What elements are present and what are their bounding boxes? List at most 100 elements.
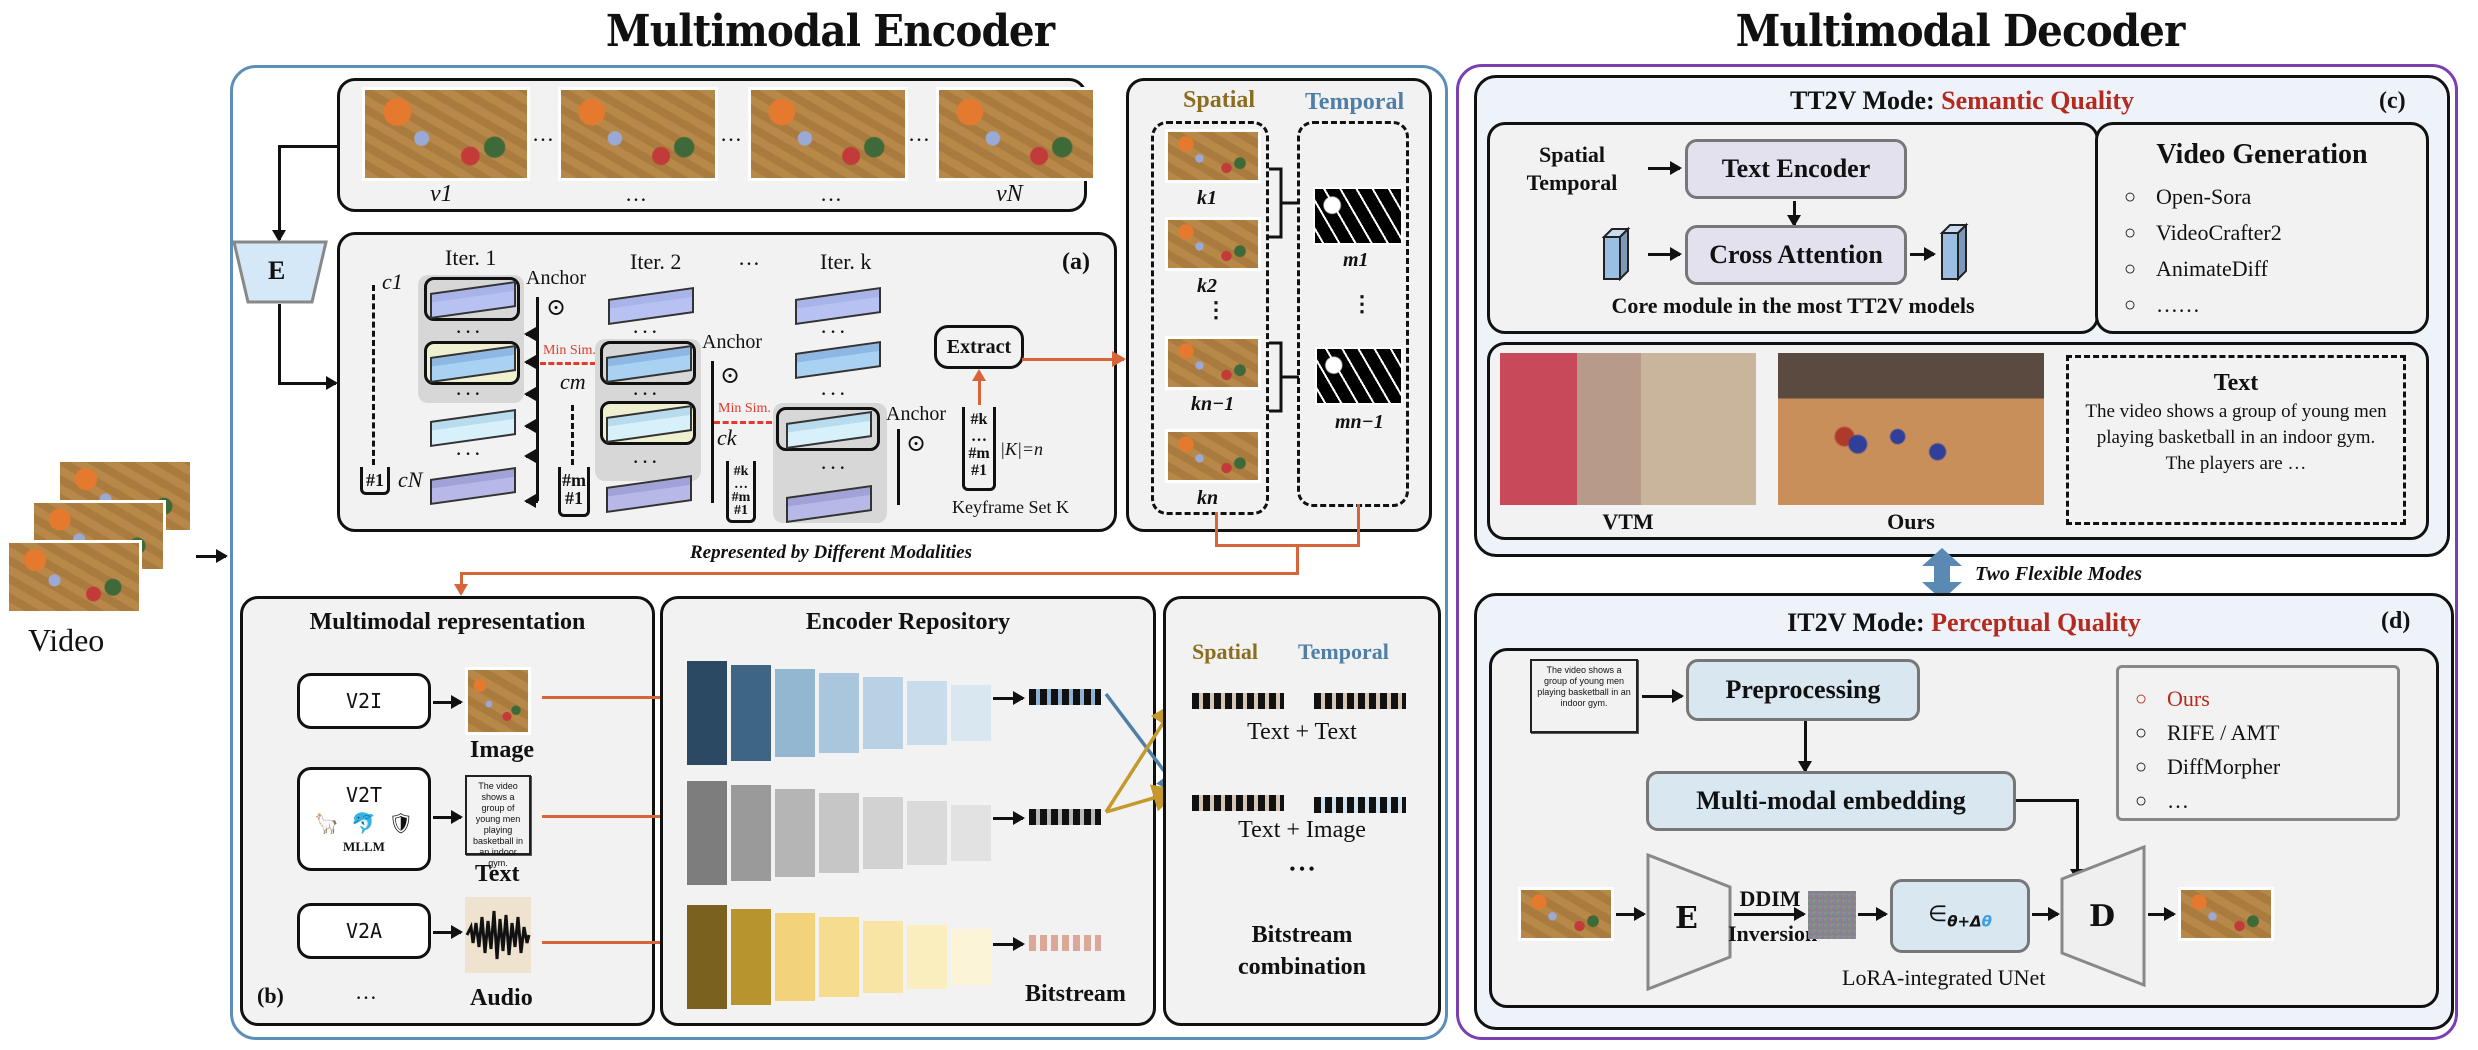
connector-arrow <box>278 376 338 390</box>
text-box: Text The video shows a group of young me… <box>2066 355 2406 525</box>
panel-c-tag: (c) <box>2379 88 2406 114</box>
preprocessing-label: Preprocessing <box>1725 675 1881 704</box>
stack-item: … <box>971 428 987 445</box>
combo-more: • • • <box>1289 861 1315 878</box>
bitstream-text <box>1029 809 1101 825</box>
preprocessing-block: Preprocessing <box>1686 659 1920 721</box>
frame-thumbnail <box>362 87 530 181</box>
panel-a-keyframe-clustering: (a) Iter. 1 Iter. 2 … Iter. k c1 #1 cN ·… <box>337 232 1117 532</box>
vtm-result-image <box>1500 353 1756 505</box>
compare-label: VTM <box>1602 509 1654 534</box>
embedding-block: Multi-modal embedding <box>1646 771 2016 831</box>
ellipsis: ··· <box>632 449 660 474</box>
keyframe-label: kn <box>1197 487 1219 509</box>
stack-item: #k <box>733 464 749 479</box>
encoder-E-label: E <box>268 256 286 285</box>
keyframe-thumbnail <box>1165 336 1261 390</box>
keyframe-label: kn−1 <box>1191 393 1235 415</box>
encoder-stage <box>731 665 771 761</box>
encoder-stage <box>687 661 727 765</box>
mode-name: IT2V Mode: <box>1787 608 1932 637</box>
set-size-label: |K|=n <box>1000 439 1044 459</box>
encoder-repository: Encoder Repository Bitstream <box>660 596 1156 1026</box>
embedding-label: Multi-modal embedding <box>1696 786 1966 815</box>
encoder-stage <box>907 925 947 989</box>
stack-item: #1 <box>734 503 748 518</box>
combo-bitstream <box>1314 797 1406 813</box>
comparison-box: VTM Ours Text The video shows a group of… <box>1487 342 2429 540</box>
frame-label-vN: vN <box>996 181 1023 207</box>
frame-label: … <box>625 181 647 206</box>
encoder-title: Multimodal Encoder <box>605 6 1055 57</box>
method-item: … <box>2127 784 2397 818</box>
input-temporal: Temporal <box>1526 170 1618 195</box>
frame-separator: … <box>720 121 742 146</box>
encoder-stage <box>819 917 859 997</box>
panel-c-title: TT2V Mode: Semantic Quality <box>1477 86 2447 116</box>
stack-item: … <box>734 477 748 492</box>
video-generation-box: Video Generation Open-Sora VideoCrafter2… <box>2095 122 2429 334</box>
methods-list: Ours RIFE / AMT DiffMorpher … <box>2127 682 2397 818</box>
anchor-label: Anchor <box>886 403 946 425</box>
method-v2t: V2T 🦙 🐬 🛡 MLLM <box>297 767 431 871</box>
caption-card: The video shows a group of young men pla… <box>465 775 531 868</box>
bitstream-combination: Spatial Temporal Text + Text Text + Imag… <box>1163 596 1441 1026</box>
connector <box>278 304 281 384</box>
cross-attention-label: Cross Attention <box>1709 240 1883 269</box>
bitstream-label: Bitstream <box>1025 981 1126 1007</box>
bitstream-image <box>1029 689 1101 705</box>
compare-label: Ours <box>1887 509 1935 534</box>
ellipsis: ··· <box>820 381 848 406</box>
connector-arrow <box>2032 907 2060 921</box>
connector-arrow <box>2148 907 2176 921</box>
frame-separator: … <box>532 121 554 146</box>
connector-arrow <box>524 387 538 401</box>
method-label: V2A <box>345 919 383 943</box>
spatial-title: Spatial <box>1183 87 1256 113</box>
anchor-box <box>776 407 880 451</box>
two-modes-arrow-icon <box>1922 548 1962 600</box>
cluster-label-ck: ck <box>717 425 737 450</box>
temporal-title: Temporal <box>1305 89 1405 115</box>
frame-cube <box>430 466 516 506</box>
panel-d-tag: (d) <box>2381 608 2411 634</box>
modes-label: Two Flexible Modes <box>1975 563 2143 585</box>
combo-label: Text + Text <box>1247 719 1357 745</box>
text-box-title: Text <box>2213 370 2259 396</box>
more-methods: … <box>355 979 377 1004</box>
input-frame <box>1518 887 1614 941</box>
decoder-container <box>1456 64 2458 1040</box>
encoder-stage <box>863 921 903 993</box>
combo-spatial-title: Spatial <box>1192 639 1259 664</box>
dashed-arrow <box>571 405 574 465</box>
method-v2i: V2I <box>297 673 431 729</box>
inputs-label: Spatial Temporal <box>1512 141 1632 197</box>
panel-b-tag: (b) <box>257 983 284 1008</box>
core-module-box: Spatial Temporal Text Encoder Cross Atte… <box>1487 122 2099 334</box>
method-item: DiffMorpher <box>2127 750 2397 784</box>
it2v-pipeline: The video shows a group of young men pla… <box>1489 648 2439 1008</box>
cluster-label-cm: cm <box>560 369 586 394</box>
encoder-stage <box>951 929 991 985</box>
keyframes-panel: Spatial Temporal k1 k2 ⋮ kn−1 kn m1 ⋮ mn… <box>1126 78 1432 532</box>
keyframe-set-stack: #k … #m #1 <box>962 407 996 491</box>
keyframe-thumbnail <box>1165 429 1261 483</box>
video-gen-item: Open-Sora <box>2116 179 2282 215</box>
connector-arrow <box>524 355 538 369</box>
ddim-label-line: Inversion <box>1728 921 1818 946</box>
anchor-label: Anchor <box>702 331 762 353</box>
encoder-stage <box>775 789 815 877</box>
frame-separator: … <box>908 121 930 146</box>
encoder-stage <box>907 681 947 745</box>
connector <box>2016 799 2078 802</box>
keyframe-ellipsis: ⋮ <box>1205 297 1227 322</box>
image-output <box>465 667 531 735</box>
connector <box>897 429 900 505</box>
ellipsis: ··· <box>820 319 848 344</box>
connector-arrow <box>1910 247 1936 261</box>
keyframe-thumbnail <box>1165 129 1261 183</box>
ours-result-image <box>1778 353 2044 505</box>
pair-bracket <box>1269 167 1299 413</box>
encoder-stage <box>863 677 903 749</box>
methods-list-box: Ours RIFE / AMT DiffMorpher … <box>2116 665 2400 821</box>
